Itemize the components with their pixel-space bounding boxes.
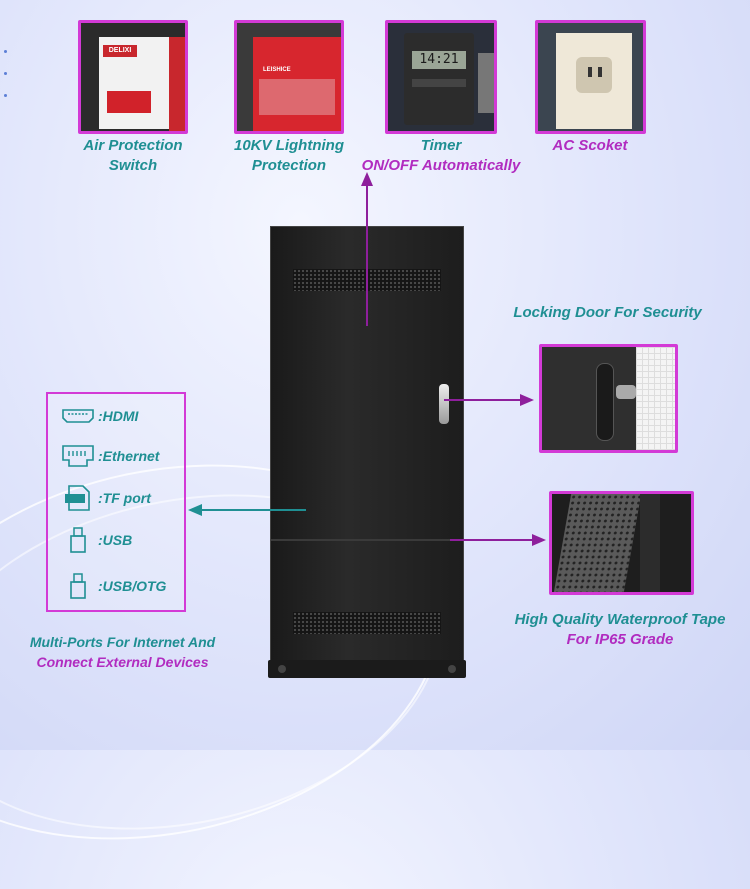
- port-usb: :USB: [60, 526, 132, 554]
- lightning-protector-photo: LEISHICE: [234, 20, 344, 134]
- hdmi-icon: [60, 402, 96, 430]
- usb-icon: [60, 526, 96, 554]
- arrow-lock-line: [444, 399, 524, 401]
- air-switch-brand-text: DELIXI: [103, 45, 137, 57]
- cabinet-seam: [271, 539, 463, 541]
- arrow-up-head: [361, 172, 373, 186]
- door-handle: [439, 384, 449, 424]
- label-ac-socket: AC Scoket: [552, 137, 628, 154]
- cabinet-base: [268, 660, 466, 678]
- port-ethernet: :Ethernet: [60, 442, 159, 470]
- lock-photo: [539, 344, 678, 453]
- timer-display: 14:21: [412, 51, 466, 69]
- arrow-tape-line: [450, 539, 536, 541]
- arrow-ports-line: [198, 509, 306, 511]
- ethernet-icon: [60, 442, 96, 470]
- label-waterproof-tape: High Quality Waterproof Tape For IP65 Gr…: [514, 611, 726, 648]
- arrow-lock-head: [520, 394, 534, 406]
- arrow-ports-head: [188, 504, 202, 516]
- port-tf: :TF port: [60, 484, 151, 512]
- ac-socket-photo: [535, 20, 646, 134]
- tf-card-icon: [60, 484, 96, 512]
- lightning-protector-brand-text: LEISHICE: [263, 67, 291, 73]
- decorative-dots: [4, 50, 7, 116]
- waterproof-tape-photo: [549, 491, 694, 595]
- arrow-up-line: [366, 184, 368, 326]
- timer-photo: 14:21: [385, 20, 497, 134]
- ports-panel: :HDMI :Ethernet :TF port :USB :USB/OTG: [46, 392, 186, 612]
- air-switch-photo: DELIXI: [78, 20, 188, 134]
- usb-otg-icon: [60, 572, 96, 600]
- ports-caption: Multi-Ports For Internet And Connect Ext…: [29, 634, 216, 670]
- arrow-tape-head: [532, 534, 546, 546]
- port-hdmi: :HDMI: [60, 402, 138, 430]
- label-timer: Timer ON/OFF Automatically: [361, 137, 521, 174]
- lower-vent: [293, 612, 441, 634]
- port-usb-otg: :USB/OTG: [60, 572, 166, 600]
- label-locking-door: Locking Door For Security: [513, 304, 702, 321]
